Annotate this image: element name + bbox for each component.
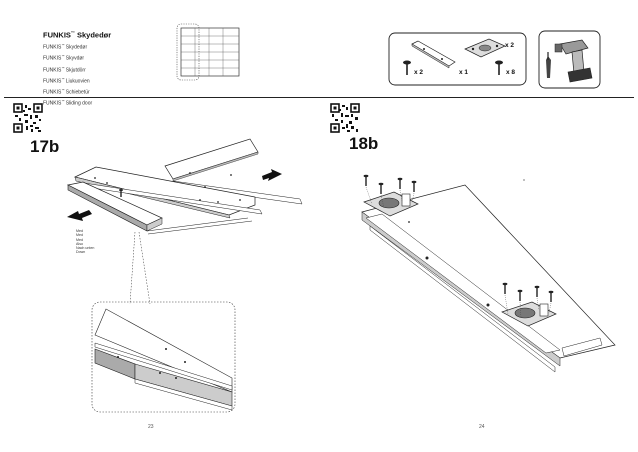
page-divider	[4, 97, 634, 98]
mounting-strip-icon	[411, 40, 456, 69]
variant-item: FUNKIS™ Skjutdörr	[43, 65, 86, 74]
direction-caption: Med Med Med Also Nach unten Down	[76, 229, 94, 255]
caption-line: Med	[76, 233, 83, 238]
step-number-17b: 17b	[30, 137, 60, 156]
parts-box	[388, 32, 527, 86]
screw-icon	[403, 60, 411, 75]
tool-box	[538, 30, 601, 89]
product-variant-list: FUNKIS™ Skydedør FUNKIS™ Skyvdør FUNKIS™…	[43, 41, 92, 109]
caption-line: Down	[76, 250, 86, 255]
qr-code-icon	[13, 103, 43, 133]
product-brand: FUNKIS	[43, 30, 71, 40]
step-number-18b: 18b	[349, 134, 379, 153]
variant-item: FUNKIS™ Skydedør	[43, 43, 88, 51]
bracket-plate-icon	[464, 38, 506, 58]
product-name: Skydedør	[74, 30, 112, 40]
variant-item: FUNKIS™ Skyvdør	[43, 54, 85, 62]
caption-line: Med	[76, 229, 83, 233]
product-title: FUNKIS™ Skydedør	[43, 30, 111, 40]
caption-line: Also	[76, 241, 83, 246]
power-drill-icon	[546, 39, 593, 83]
step-locator-grid	[176, 23, 240, 81]
page-number-left: 23	[148, 424, 154, 430]
trademark-mark: ™	[70, 30, 75, 35]
variant-item: FUNKIS™ Schiebetür	[43, 88, 90, 96]
caption-line: Nach unten	[76, 246, 95, 251]
qr-code-icon	[330, 103, 360, 133]
caption-line: Med	[76, 237, 83, 242]
bracket-quantity: x 2	[505, 42, 515, 49]
bracket-screw-icon	[495, 60, 503, 75]
page-number-right: 24	[479, 424, 485, 430]
screw-quantity: x 2	[414, 69, 424, 76]
variant-item: FUNKIS™ Sliding door	[43, 99, 93, 107]
strip-quantity: x 1	[459, 69, 469, 76]
variant-item: FUNKIS™ Liukuovien	[43, 76, 90, 85]
bracket-screw-quantity: x 8	[506, 69, 516, 76]
